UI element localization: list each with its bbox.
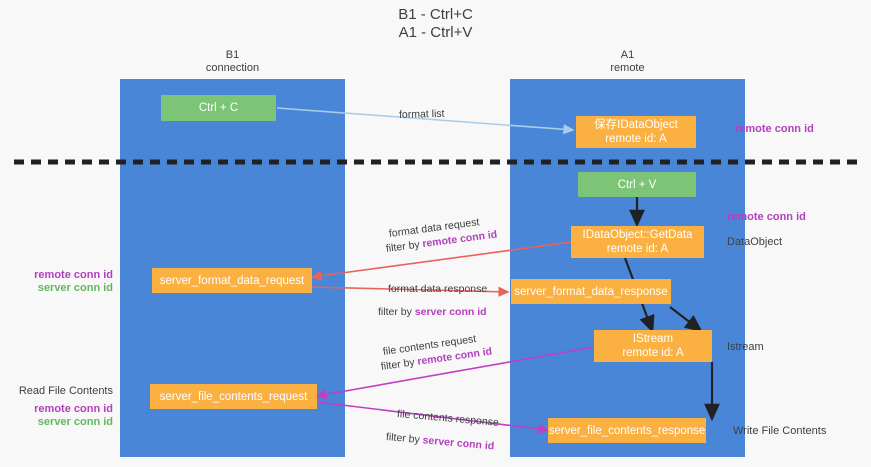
box-server-file-contents-response[interactable]: server_file_contents_response [548,418,706,443]
filter-prefix: filter by [385,431,424,447]
note-istream: Istream [727,341,764,353]
edge-label-format-list: format list [398,107,445,121]
note-remote-conn-id-top: remote conn id [735,123,814,135]
box-ctrl-c[interactable]: Ctrl + C [161,95,276,121]
note-write-file-contents: Write File Contents [733,425,827,437]
filter-key-server-conn-id: server conn id [422,434,495,453]
filter-prefix: filter by [378,306,415,318]
box-istream[interactable]: IStream remote id: A [594,330,712,362]
box-save-idataobject[interactable]: 保存IDataObject remote id: A [576,116,696,148]
box-idataobject-getdata[interactable]: IDataObject::GetData remote id: A [571,226,704,258]
lane-header-a1: A1 remote [610,49,645,74]
edge-label-file-contents-response: file contents response [396,408,499,429]
filter-prefix: filter by [380,355,419,373]
note-left-server-conn-id-2: server conn id [37,416,113,428]
note-dataobject: DataObject [727,236,783,248]
edge-label-format-data-response-text: format data response [388,283,488,295]
edge-label-format-data-response: format data response [388,283,487,295]
edge-label-file-contents-response-filter: filter by server conn id [385,431,494,452]
note-read-file-contents: Read File Contents [18,385,113,397]
note-left-server-conn-id: server conn id [37,282,113,294]
filter-prefix: filter by [385,238,424,255]
filter-key-server-conn-id: server conn id [414,306,487,318]
box-server-file-contents-request[interactable]: server_file_contents_request [150,384,317,409]
note-left-remote-conn-id: remote conn id [34,269,113,281]
page-title: B1 - Ctrl+C A1 - Ctrl+V [398,6,473,41]
edge-label-format-data-response-filter: filter by server conn id [378,306,487,318]
box-server-format-data-request[interactable]: server_format_data_request [152,268,312,293]
edge-label-file-contents-response-text: file contents response [396,408,500,429]
lane-header-b1: B1 connection [205,49,260,74]
box-ctrl-v[interactable]: Ctrl + V [578,172,696,197]
note-left-remote-conn-id-2: remote conn id [34,403,113,415]
note-remote-conn-id-mid: remote conn id [727,211,806,223]
box-server-format-data-response[interactable]: server_format_data_response [511,279,671,304]
